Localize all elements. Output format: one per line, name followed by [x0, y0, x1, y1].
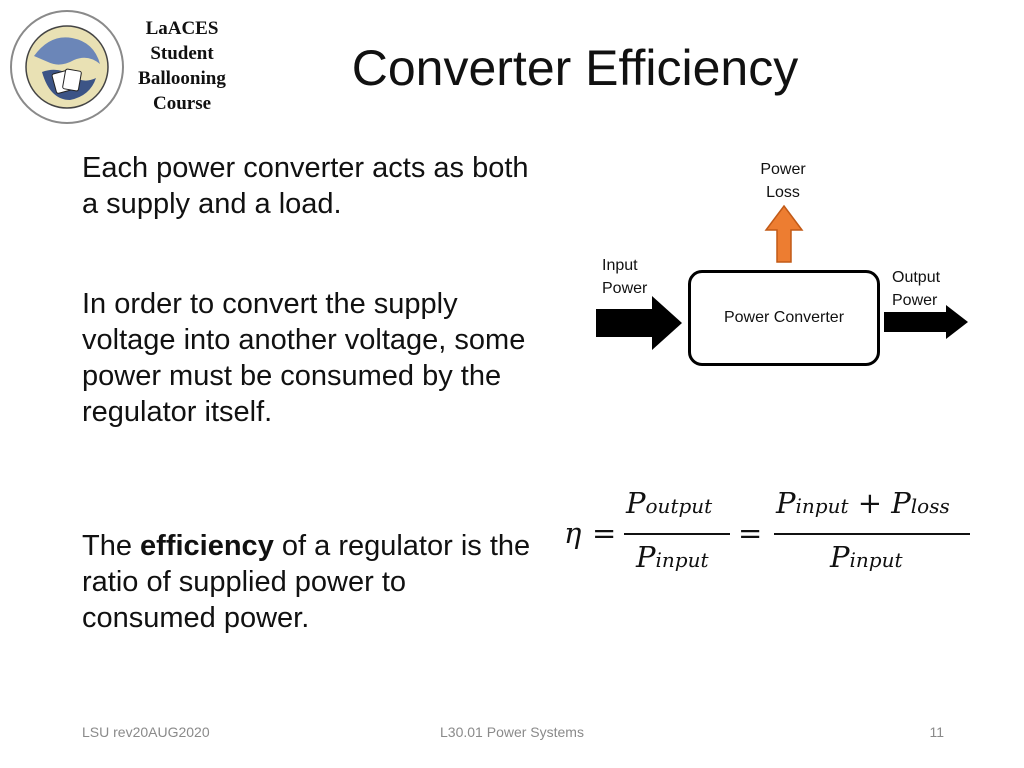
- output-power-label: Output Power: [892, 266, 940, 312]
- efficiency-rest-text: of a regulator is the ratio of supplied …: [82, 530, 531, 634]
- numerator-input-plus-loss: Pinput + Ploss: [776, 486, 950, 520]
- input-subscript: input: [655, 548, 709, 572]
- input-power-label: Input Power: [602, 254, 647, 300]
- efficiency-lead-text: The: [82, 530, 141, 562]
- logo-word: LaACES: [145, 18, 219, 39]
- power-loss-label-line: Loss: [766, 184, 800, 201]
- equals-sign: =: [738, 516, 763, 550]
- plus-sign: +: [849, 486, 892, 520]
- power-symbol: P: [776, 486, 796, 520]
- power-converter-label: Power Converter: [723, 309, 845, 326]
- input-subscript: input: [795, 494, 849, 518]
- footer-course: L30.01 Power Systems: [440, 724, 584, 740]
- paragraph-supply-load: Each power converter acts as both a supp…: [82, 152, 529, 220]
- power-symbol: P: [626, 486, 646, 520]
- denominator-input-power: Pinput: [636, 540, 709, 574]
- plus-symbol: +: [857, 486, 883, 520]
- slide-number: 11: [929, 724, 944, 740]
- logo-word: Ballooning: [138, 68, 226, 89]
- power-converter-box: Power Converter: [688, 270, 880, 366]
- laaces-logo: LaACES Student Ballooning Course: [8, 8, 233, 126]
- power-loss-label-line: Power: [760, 161, 806, 178]
- fraction-bar: [774, 533, 970, 535]
- power-symbol: P: [891, 486, 911, 520]
- efficiency-term: efficiency: [140, 530, 274, 562]
- paragraph-conversion: In order to convert the supply voltage i…: [82, 288, 526, 428]
- output-power-label-line: Power: [892, 292, 938, 309]
- efficiency-formula: η = Poutput Pinput = Pinput + Ploss Pinp…: [560, 486, 980, 586]
- output-power-label-line: Output: [892, 269, 941, 286]
- slide-title: Converter Efficiency: [351, 40, 799, 96]
- input-power-label-line: Input: [602, 257, 638, 274]
- loss-subscript: loss: [910, 494, 950, 518]
- input-power-arrow-icon: [596, 296, 682, 350]
- denominator-input-power: Pinput: [830, 540, 903, 574]
- equals-sign: =: [592, 516, 617, 550]
- power-loss-arrow-icon: [764, 204, 804, 263]
- fraction-bar: [624, 533, 730, 535]
- output-subscript: output: [645, 494, 713, 518]
- power-loss-label: Power Loss: [752, 158, 814, 204]
- input-power-label-line: Power: [602, 280, 648, 297]
- eta-symbol: η: [564, 516, 582, 550]
- logo-words: LaACES Student Ballooning Course: [130, 16, 234, 116]
- logo-word: Student: [150, 43, 214, 64]
- logo-word: Course: [152, 93, 212, 114]
- output-power-arrow-icon: [884, 305, 968, 339]
- power-symbol: P: [636, 540, 656, 574]
- paragraph-efficiency: The efficiency of a regulator is the rat…: [82, 528, 542, 636]
- input-subscript: input: [849, 548, 903, 572]
- laspace-seal-icon: [10, 10, 124, 124]
- footer-revision: LSU rev20AUG2020: [82, 724, 210, 740]
- numerator-output-power: Poutput: [626, 486, 712, 520]
- power-symbol: P: [830, 540, 850, 574]
